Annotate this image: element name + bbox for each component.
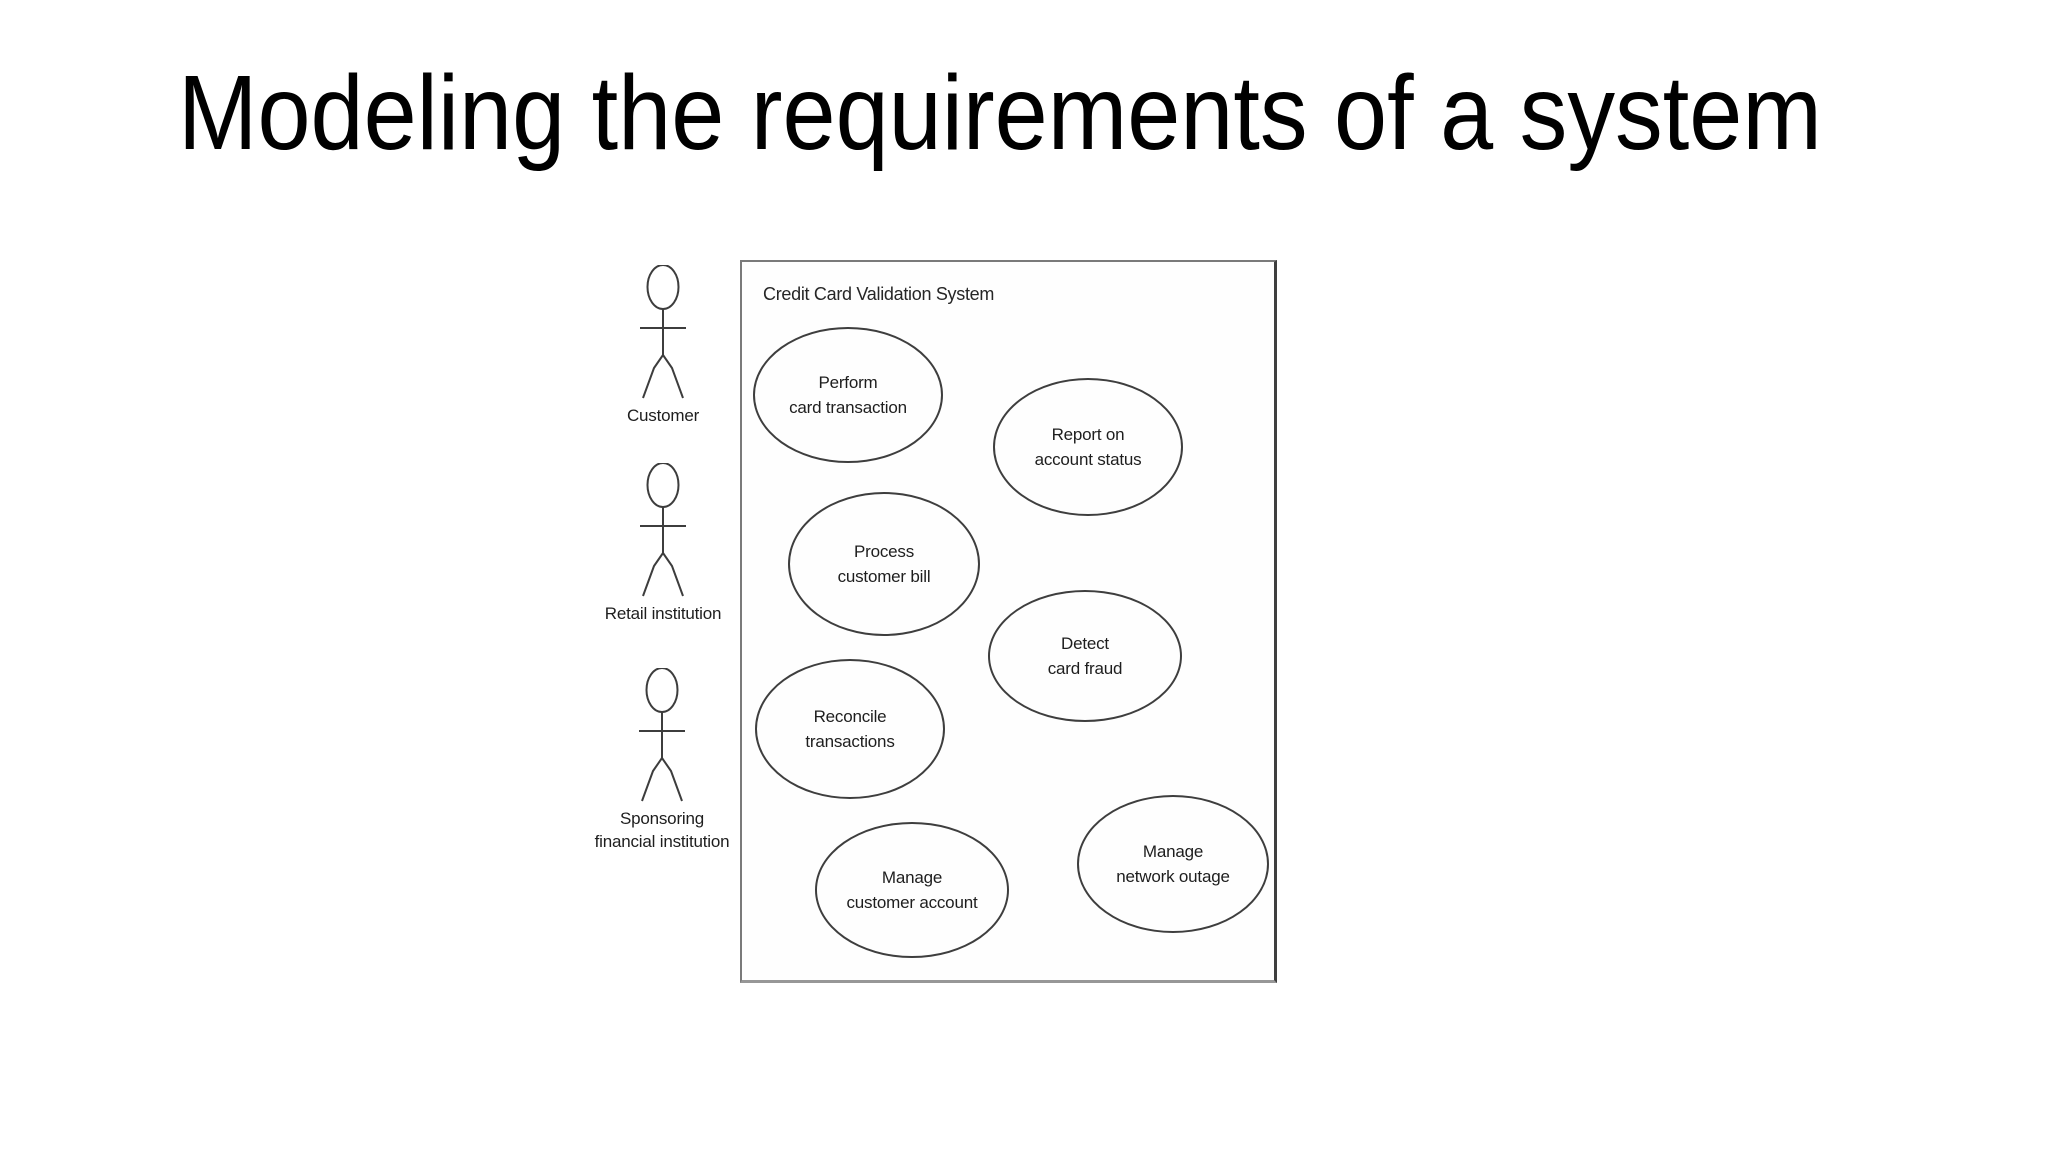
actor-customer: Customer bbox=[627, 265, 699, 465]
usecase-label: Perform card transaction bbox=[789, 373, 907, 417]
actor-label: Retail institution bbox=[604, 604, 722, 623]
usecase-process-customer-bill: Process customer bill bbox=[788, 492, 980, 636]
usecase-manage-network-outage: Manage network outage bbox=[1077, 795, 1269, 933]
actor-sponsoring-financial-institution: Sponsoring financial institution bbox=[595, 668, 730, 868]
usecase-label: Report on account status bbox=[1034, 425, 1142, 469]
actor-retail-institution: Retail institution bbox=[605, 463, 721, 663]
actor-icon bbox=[640, 463, 686, 597]
usecase-manage-customer-account: Manage customer account bbox=[815, 822, 1009, 958]
usecase-label: Detect card fraud bbox=[1047, 634, 1123, 678]
usecase-label: Manage network outage bbox=[1116, 842, 1230, 886]
usecase-reconcile-transactions: Reconcile transactions bbox=[755, 659, 945, 799]
usecase-label: Process customer bill bbox=[837, 542, 931, 586]
usecase-label: Manage customer account bbox=[846, 868, 978, 912]
actor-icon bbox=[639, 668, 685, 802]
system-name-label: Credit Card Validation System bbox=[763, 284, 995, 304]
usecase-detect-card-fraud: Detect card fraud bbox=[988, 590, 1182, 722]
slide-title: Modeling the requirements of a system bbox=[178, 54, 1822, 172]
usecase-perform-card-transaction: Perform card transaction bbox=[753, 327, 943, 463]
actor-label: Sponsoring financial institution bbox=[594, 809, 730, 851]
usecase-report-on-account-status: Report on account status bbox=[993, 378, 1183, 516]
actor-label: Customer bbox=[626, 406, 700, 425]
usecase-label: Reconcile transactions bbox=[805, 707, 895, 751]
actor-icon bbox=[640, 265, 686, 399]
